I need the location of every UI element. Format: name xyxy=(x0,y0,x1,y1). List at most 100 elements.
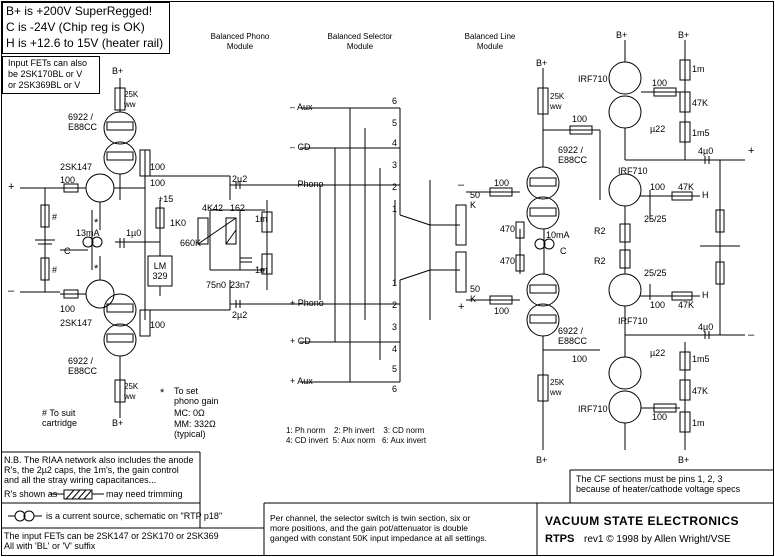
label-10ma: 10mA xyxy=(546,230,570,240)
title-company: VACUUM STATE ELECTRONICS xyxy=(545,514,739,528)
label-2525-b: 25/25 xyxy=(644,268,667,278)
label-4u0-b: 4µ0 xyxy=(698,322,714,332)
label-100-line-4: 100 xyxy=(572,354,588,364)
selector-input-plus-phono: + Phono xyxy=(290,298,324,308)
riaa-trim-label-a: R's shown as xyxy=(4,489,58,499)
selector-pin-bot-5: 5 xyxy=(392,364,398,374)
label-2u2-top: 2µ2 xyxy=(232,174,248,184)
label-100-line-6: 100 xyxy=(652,412,668,422)
label-bplus-line-a: B+ xyxy=(536,58,548,68)
gain-note-title: To set phono gain xyxy=(174,386,219,406)
label-100-e: 100 xyxy=(150,178,166,188)
selector-input-minus-phono: – Phono xyxy=(290,179,324,189)
label-irf-b: IRF710 xyxy=(618,166,648,176)
selector-input-plus-cd: + CD xyxy=(290,336,311,346)
label-line-plus: + xyxy=(458,301,465,313)
label-bplus-line-e: B+ xyxy=(678,455,690,465)
cf-note: The CF sections must be pins 1, 2, 3 bec… xyxy=(576,474,741,494)
fet-note-line-2: be 2SK170BL or V xyxy=(8,69,83,79)
label-100-d: 100 xyxy=(60,304,76,314)
gain-note-star: * xyxy=(160,387,165,399)
label-r2-b: R2 xyxy=(594,256,606,266)
label-100-line-5: 100 xyxy=(652,78,668,88)
label-1m5-a: 1m5 xyxy=(692,128,710,138)
label-tube-line-a: 6922 / E88CC xyxy=(558,145,588,165)
current-source-note: is a current source, schematic on "RTP p… xyxy=(46,511,223,521)
cartridge-note: # To suit cartridge xyxy=(42,408,78,428)
header-line-bplus: B+ is +200V SuperRegged! xyxy=(6,4,153,18)
label-13ma: 13mA xyxy=(76,228,100,238)
label-470-a: 470 xyxy=(500,224,516,234)
label-u22-a: µ22 xyxy=(650,124,666,134)
label-out-plus: + xyxy=(748,145,755,157)
label-star-b: * xyxy=(94,263,99,275)
label-47k-4: 47K xyxy=(692,386,709,396)
label-47k-3: 47K xyxy=(678,300,695,310)
fet-note-line-1: Input FETs can also xyxy=(8,58,88,68)
selector-pin-top-5: 5 xyxy=(392,118,398,128)
title-model: RTPS xyxy=(545,533,575,545)
selector-pin-bot-2: 2 xyxy=(392,300,398,310)
label-4u0-a: 4µ0 xyxy=(698,146,714,156)
label-plus15: +15 xyxy=(158,194,174,204)
selector-input-minus-cd: – CD xyxy=(290,142,311,152)
label-r2-a: R2 xyxy=(594,226,606,236)
label-100-line-7: 100 xyxy=(650,182,666,192)
label-tube-phono-bot: 6922 / E88CC xyxy=(68,356,98,376)
label-25k-phono-bot: 25K ww xyxy=(124,382,139,401)
fet-note-box xyxy=(2,56,100,94)
label-hash-a: # xyxy=(52,212,58,222)
label-1m-a: 1m xyxy=(255,214,268,224)
label-bplus-line-c: B+ xyxy=(678,30,690,40)
label-out-minus: – xyxy=(748,329,755,341)
selector-pin-top-4: 4 xyxy=(392,138,398,148)
label-tube-line-b: 6922 / E88CC xyxy=(558,326,588,346)
label-1m-line-2: 1m xyxy=(692,418,705,428)
label-2u2-bot: 2µ2 xyxy=(232,310,248,320)
label-75n0: 75n0 xyxy=(206,280,227,290)
label-1m-b: 1m xyxy=(255,265,268,275)
label-line-minus: – xyxy=(458,179,465,191)
header-box xyxy=(2,2,170,54)
label-47k-2: 47K xyxy=(678,182,695,192)
fet-note-line-3: or 2SK369BL or V xyxy=(8,80,81,90)
riaa-trim-label-b: may need trimming xyxy=(106,489,183,499)
label-25k-line-b: 25K ww xyxy=(550,378,565,397)
selector-pin-bot-1: 1 xyxy=(392,278,398,288)
switch-note: Per channel, the selector switch is twin… xyxy=(270,513,487,543)
label-1m5-b: 1m5 xyxy=(692,354,710,364)
selector-input-plus-aux: + Aux xyxy=(290,376,313,386)
selector-input-minus-aux: – Aux xyxy=(290,102,313,112)
label-660k: 660K xyxy=(180,238,202,248)
label-100-line-8: 100 xyxy=(650,300,666,310)
label-2525-a: 25/25 xyxy=(644,214,667,224)
gain-note-mm: MM: 332Ω (typical) xyxy=(174,419,216,439)
selector-legend: 1: Ph norm 2: Ph invert 3: CD norm 4: CD… xyxy=(286,426,427,445)
selector-pin-top-3: 3 xyxy=(392,160,398,170)
label-plus-in: + xyxy=(8,181,15,193)
label-pot-b: 50 K xyxy=(470,284,481,304)
label-h-a: H xyxy=(702,190,709,200)
label-1m-line-1: 1m xyxy=(692,64,705,74)
selector-pin-top-2: 2 xyxy=(392,182,398,192)
label-c-line: C xyxy=(560,246,567,256)
gain-note-mc: MC: 0Ω xyxy=(174,408,205,418)
label-fet-phono-bot: 2SK147 xyxy=(60,318,93,328)
label-100-line-1: 100 xyxy=(494,178,510,188)
title-rev: rev1 © 1998 by Allen Wright/VSE xyxy=(584,534,731,545)
label-lm329: LM 329 xyxy=(152,261,168,281)
header-line-c: C is -24V (Chip reg is OK) xyxy=(6,20,145,34)
selector-pin-bot-6: 6 xyxy=(392,384,398,394)
label-irf-a: IRF710 xyxy=(578,74,608,84)
fet-alt-note: The input FETs can be 2SK147 or 2SK170 o… xyxy=(4,531,219,551)
label-100-line-3: 100 xyxy=(572,114,588,124)
selector-pin-bot-3: 3 xyxy=(392,322,398,332)
label-bplus-phono-top: B+ xyxy=(112,66,124,76)
label-4k42: 4K42 xyxy=(202,203,224,213)
label-c-phono: C xyxy=(64,246,71,256)
selector-pin-top-1: 1 xyxy=(392,204,398,214)
label-bplus-phono-bot: B+ xyxy=(112,418,124,428)
label-pot-a: 50 K xyxy=(470,190,481,210)
label-fet-phono-top: 2SK147 xyxy=(60,162,93,172)
